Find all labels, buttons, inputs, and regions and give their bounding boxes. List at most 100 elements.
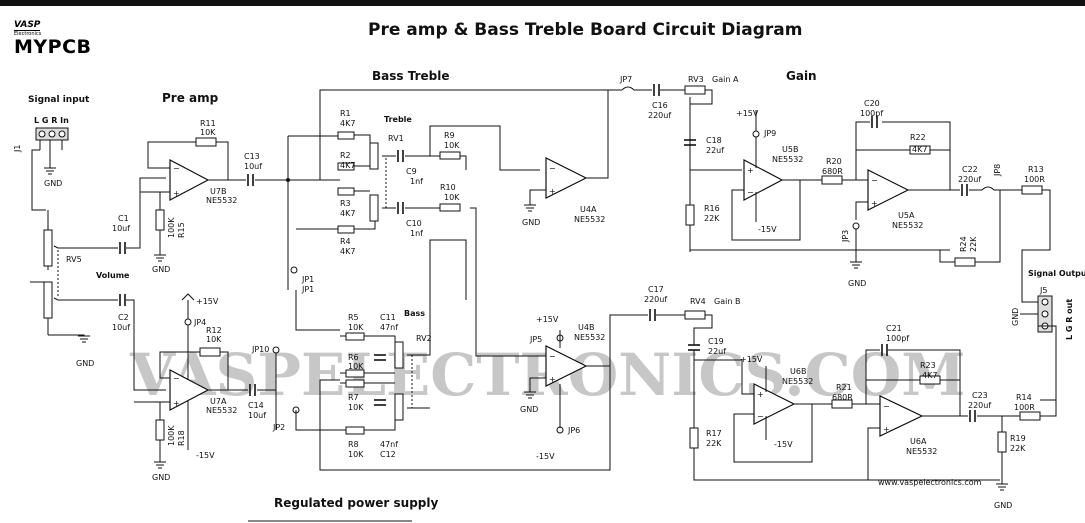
svg-text:−: −	[173, 164, 180, 173]
r5-resistor	[345, 332, 365, 341]
jp1-label-a: JP1	[301, 275, 314, 284]
r20-ref: R20	[826, 157, 842, 166]
c21-ref: C21	[886, 324, 902, 333]
r24-val: 22K	[969, 236, 978, 252]
r16-resistor	[685, 204, 695, 226]
opamp-u4b	[545, 345, 588, 387]
gnd-r15-label: GND	[152, 265, 170, 274]
c19-ref: C19	[708, 337, 724, 346]
gnd-u4a-label: GND	[522, 218, 540, 227]
r1-resistor	[337, 131, 355, 140]
top-border-bar	[0, 0, 1085, 6]
r13-ref: R13	[1028, 165, 1044, 174]
r2-ref: R2	[340, 151, 351, 160]
u5a-part: NE5532	[892, 221, 923, 230]
jp9-label: JP9	[763, 129, 776, 138]
c2-ref: C2	[118, 313, 129, 322]
svg-text:−: −	[549, 352, 556, 361]
r4-resistor	[337, 225, 355, 234]
r23-ref: R23	[920, 361, 936, 370]
r14-ref: R14	[1016, 393, 1032, 402]
r9-ref: R9	[444, 131, 455, 140]
u7a-neg: -15V	[196, 451, 215, 460]
c16-val: 220uf	[648, 111, 671, 120]
j5-pin1	[1041, 298, 1049, 306]
opamp-u6b	[753, 383, 796, 425]
gnd-rv5	[78, 335, 90, 343]
r17-ref: R17	[706, 429, 722, 438]
j1-pin-labels: L G R In	[34, 116, 69, 125]
c23-val: 220uf	[968, 401, 991, 410]
u5a-ref: U5A	[898, 211, 915, 220]
website-label: www.vaspelectronics.com	[878, 478, 982, 487]
opamp-u5b	[743, 159, 784, 201]
rv3-pot	[684, 85, 706, 95]
gnd-j5-label: GND	[1011, 308, 1020, 326]
gnd-rv5-label: GND	[76, 359, 94, 368]
u4b-neg: -15V	[536, 452, 555, 461]
section-power-supply: Regulated power supply	[274, 496, 438, 510]
svg-text:−: −	[757, 412, 764, 421]
u7a-part: NE5532	[206, 406, 237, 415]
j5-pin2	[1041, 310, 1049, 318]
j1-pin2	[48, 130, 56, 138]
r22-val: 4K7	[912, 145, 927, 154]
rv4-name: Gain B	[714, 297, 740, 306]
r12-ref: R12	[206, 326, 222, 335]
r15-resistor	[155, 209, 165, 231]
r12-resistor	[199, 347, 221, 357]
c18-val: 22uf	[706, 146, 724, 155]
u7b-ref: U7B	[210, 187, 226, 196]
c20-ref: C20	[864, 99, 880, 108]
c22-val: 220uf	[958, 175, 981, 184]
c10-ref: C10	[406, 219, 422, 228]
c2-val: 10uf	[112, 323, 130, 332]
rv2-pot-a	[394, 341, 404, 369]
opamp-u7b	[169, 159, 210, 201]
u5b-part: NE5532	[772, 155, 803, 164]
rv1-label: RV1	[388, 134, 404, 143]
r7-val: 10K	[348, 403, 364, 412]
gnd-j1	[44, 167, 56, 175]
c10-val: 1nf	[410, 229, 423, 238]
c11-val: 47nf	[380, 323, 398, 332]
jp8-label: JP8	[993, 164, 1002, 177]
section-pre-amp: Pre amp	[162, 91, 219, 105]
svg-text:−: −	[883, 402, 890, 411]
c12-ref: C12	[380, 450, 396, 459]
r6-ref: R6	[348, 353, 359, 362]
r23-val: 4K7	[922, 371, 937, 380]
jp1-label-b: JP1	[301, 285, 314, 294]
r8-resistor	[345, 426, 365, 435]
c1-ref: C1	[118, 214, 129, 223]
opamp-u6a	[879, 395, 924, 437]
r17-val: 22K	[706, 439, 722, 448]
svg-text:−: −	[173, 374, 180, 383]
r19-ref: R19	[1010, 434, 1026, 443]
u7a-wires	[159, 351, 248, 391]
u6a-part: NE5532	[906, 447, 937, 456]
gnd-r19-label: GND	[994, 501, 1012, 510]
c13-val: 10uf	[244, 162, 262, 171]
r17-resistor	[689, 427, 699, 449]
u4b-part: NE5532	[574, 333, 605, 342]
svg-text:+: +	[871, 199, 878, 208]
r7-ref: R7	[348, 393, 359, 402]
j5-pin-labels: L G R out	[1065, 299, 1074, 340]
c18-ref: C18	[706, 136, 722, 145]
section-treble: Treble	[384, 115, 412, 124]
r14-resistor	[1019, 411, 1041, 421]
r24-resistor	[954, 257, 976, 267]
c9-val: 1nf	[410, 177, 423, 186]
r6-val: 10K	[348, 362, 364, 371]
gnd-r15	[154, 254, 166, 262]
r13-resistor	[1021, 185, 1043, 195]
r19-val: 22K	[1010, 444, 1026, 453]
rv5-label: RV5	[66, 255, 82, 264]
c19-val: 22uf	[708, 347, 726, 356]
svg-text:+: +	[549, 187, 556, 196]
r5-val: 10K	[348, 323, 364, 332]
c22-ref: C22	[962, 165, 978, 174]
gnd-r18-label: GND	[152, 473, 170, 482]
